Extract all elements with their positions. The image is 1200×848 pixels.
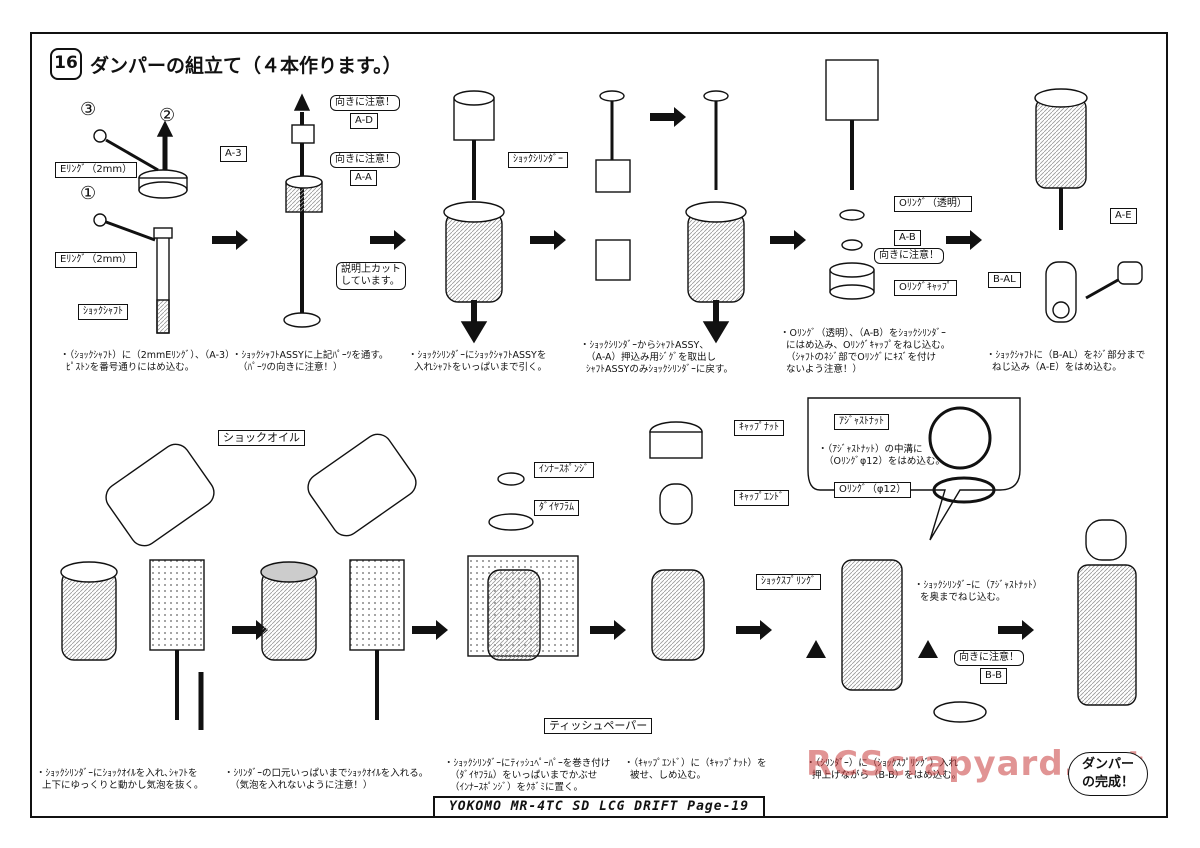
caption-step1: ・（ｼｮｯｸｼｬﾌﾄ）に（2mmEﾘﾝｸﾞ）、（A-3） ﾋﾟｽﾄﾝを番号通りに…	[60, 350, 235, 373]
caption-oil-1: ・ｼｮｯｸｼﾘﾝﾀﾞｰにｼｮｯｸｵｲﾙを入れ､ｼｬﾌﾄを 上下にゆっくりと動かし…	[36, 768, 204, 791]
caption-adjust-nut: ・（ｱｼﾞｬｽﾄﾅｯﾄ）の中溝に （Oﾘﾝｸﾞφ12）をはめ込む。	[818, 444, 945, 467]
page-footer: YOKOMO MR-4TC SD LCG DRIFT Page-19	[433, 796, 765, 818]
caption-step2: ・ｼｮｯｸｼｬﾌﾄASSYに上記ﾊﾟｰﾂを通す。 （ﾊﾟｰﾂの向きに注意！）	[232, 350, 389, 373]
cap-end-drawing	[649, 421, 705, 661]
caution-label-3: 向きに注意！	[874, 248, 944, 264]
oring-cap-drawing	[825, 59, 879, 300]
shock-spring-label: ｼｮｯｸｽﾌﾟﾘﾝｸﾞ	[756, 574, 821, 590]
step-title: ダンパーの組立て（４本作ります。）	[90, 54, 402, 77]
caption-cap: ・（ｷｬｯﾌﾟｴﾝﾄﾞ）に（ｷｬｯﾌﾟﾅｯﾄ）を 被せ、しめ込む。	[624, 758, 767, 781]
part-label-ad: A-D	[350, 113, 378, 129]
oil-filling-drawings	[60, 433, 417, 730]
completed-damper-drawing	[1077, 519, 1137, 706]
step-marker-2: ②	[159, 105, 176, 126]
caption-step6: ・ｼｮｯｸｼｬﾌﾄに（B-AL）をﾈｼﾞ部分まで ねじ込み（A-E）をはめ込む。	[986, 350, 1146, 373]
shock-oil-label: ショックオイル	[218, 430, 305, 446]
part-label-bb: B-B	[980, 668, 1007, 684]
adjust-nut-label: ｱｼﾞｬｽﾄﾅｯﾄ	[834, 414, 889, 430]
caution-label-1: 向きに注意！	[330, 95, 400, 111]
caption-step5: ・Oﾘﾝｸﾞ（透明）、（A-B）をｼｮｯｸｼﾘﾝﾀﾞｰ にはめ込み、Oﾘﾝｸﾞｷ…	[780, 328, 951, 375]
caption-step3: ・ｼｮｯｸｼﾘﾝﾀﾞｰにｼｮｯｸｼｬﾌﾄASSYを 入れｼｬﾌﾄをいっぱいまで引…	[408, 350, 548, 373]
caption-spring: ・（ｼﾘﾝﾀﾞｰ）に（ｼｮｯｸｽﾌﾟﾘﾝｸﾞ）入れ 押上げながら（B-B）をはめ…	[806, 758, 962, 781]
cap-nut-label: ｷｬｯﾌﾟﾅｯﾄ	[734, 420, 784, 436]
caption-oil-2: ・ｼﾘﾝﾀﾞｰの口元いっぱいまでｼｮｯｸｵｲﾙを入れる。 （気泡を入れないように…	[224, 768, 429, 791]
spring-install-drawing	[806, 397, 1021, 723]
caption-step-adjust: ・ｼｮｯｸｼﾘﾝﾀﾞｰに（ｱｼﾞｬｽﾄﾅｯﾄ） を奥までねじ込む。	[914, 580, 1043, 603]
step-marker-1: ①	[80, 183, 97, 204]
diaphragm-label: ﾀﾞｲﾔﾌﾗﾑ	[534, 500, 579, 516]
step-number: 16	[50, 48, 82, 80]
shaft-end-drawing	[1034, 88, 1143, 323]
flow-arrows-row1	[212, 107, 982, 250]
inner-sponge-label: ｲﾝﾅｰｽﾎﾟﾝｼﾞ	[534, 462, 594, 478]
completion-badge: ダンパー の完成！	[1068, 752, 1148, 796]
part-label-aa: A-A	[350, 170, 377, 186]
jig-removal-drawing	[595, 90, 747, 344]
tissue-paper-label: ティッシュペーパー	[544, 718, 653, 734]
shock-cylinder-label: ｼｮｯｸｼﾘﾝﾀﾞｰ	[508, 152, 568, 168]
step-marker-3: ③	[80, 99, 97, 120]
oring-cap-label: Oﾘﾝｸﾞｷｬｯﾌﾟ	[894, 280, 957, 296]
e-ring-label-bottom: Eﾘﾝｸﾞ（2mm）	[55, 252, 138, 268]
part-label-ab: A-B	[894, 230, 921, 246]
caption-step4: ・ｼｮｯｸｼﾘﾝﾀﾞｰからｼｬﾌﾄASSY、 （A-A）押込み用ｼﾞｸﾞを取出し…	[580, 340, 733, 375]
cap-end-label: ｷｬｯﾌﾟｴﾝﾄﾞ	[734, 490, 789, 506]
part-label-a3: A-3	[220, 146, 247, 162]
oring-clear-label: Oﾘﾝｸﾞ（透明）	[894, 196, 972, 212]
part-label-bal: B-AL	[988, 272, 1021, 288]
section-title: 16 ダンパーの組立て（４本作ります。）	[50, 48, 402, 80]
cutaway-note: 説明上カット しています。	[336, 262, 406, 290]
shock-shaft-drawing	[93, 120, 188, 334]
e-ring-label-top: Eﾘﾝｸﾞ（2mm）	[55, 162, 138, 178]
shaft-with-jig-drawing	[283, 93, 323, 328]
cylinder-drawing-1	[443, 90, 505, 344]
diaphragm-drawing	[467, 472, 579, 661]
caution-label-4: 向きに注意！	[954, 650, 1024, 666]
oring-12-label: Oﾘﾝｸﾞ（φ12）	[834, 482, 912, 498]
part-label-ae: A-E	[1110, 208, 1137, 224]
caution-label-2: 向きに注意！	[330, 152, 400, 168]
caption-diaphragm: ・ｼｮｯｸｼﾘﾝﾀﾞｰにﾃｨｯｼｭﾍﾟｰﾊﾟｰを巻き付け （ﾀﾞｲﾔﾌﾗﾑ）をい…	[444, 758, 611, 793]
shock-shaft-label: ｼｮｯｸｼｬﾌﾄ	[78, 304, 128, 320]
